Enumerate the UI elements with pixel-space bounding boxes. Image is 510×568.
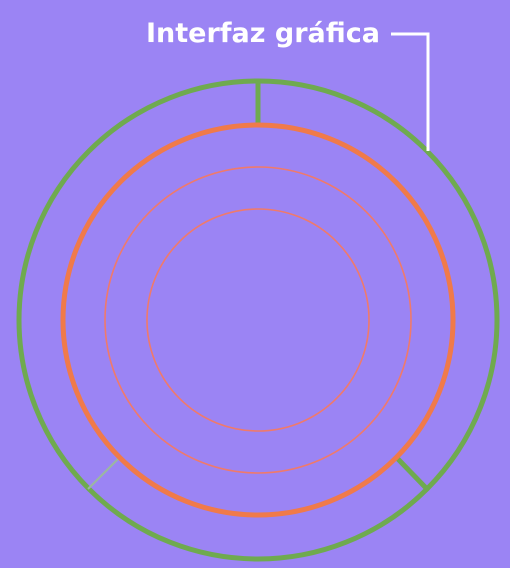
inner-ring-large (104, 166, 412, 474)
inner-ring-small (146, 208, 370, 432)
callout-leader-line (391, 32, 430, 151)
middle-ring (60, 122, 456, 518)
outer-ring (16, 78, 500, 562)
callout-label: Interfaz gráfica (146, 18, 380, 49)
spoke-bottom-left (87, 457, 120, 490)
spoke-bottom-right (395, 456, 429, 491)
